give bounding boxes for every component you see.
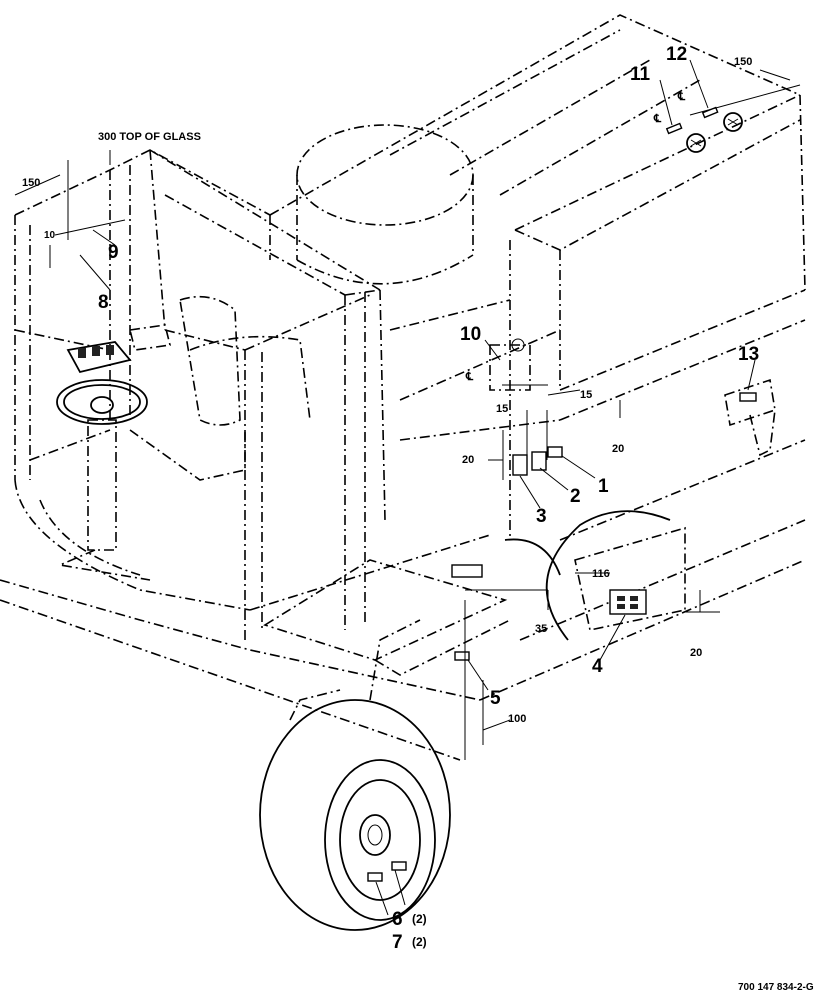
- callout-5: 5: [490, 688, 501, 709]
- callout-11: 11: [630, 64, 651, 85]
- control-console: [66, 324, 171, 374]
- quantity-7: (2): [412, 935, 427, 949]
- callout-1: 1: [598, 476, 609, 497]
- dimension-labels: 300 TOP OF GLASS 150 10 150 15 15 20 20 …: [22, 56, 752, 725]
- side-panel-decals: [502, 410, 563, 480]
- dim-15-a: 15: [496, 403, 508, 415]
- dimension-lines: [14, 69, 801, 760]
- callout-13: 13: [738, 344, 759, 365]
- quantity-6: (2): [412, 912, 427, 926]
- steering-wheel: [56, 379, 151, 581]
- front-platform: [14, 479, 511, 676]
- dim-35: 35: [535, 623, 547, 635]
- callout-12: 12: [666, 44, 687, 65]
- dim-150-right: 150: [734, 56, 752, 68]
- dim-20-a: 20: [462, 454, 474, 466]
- hood-fasteners: [665, 106, 743, 153]
- tank-dome: [296, 124, 474, 285]
- front-wheel: [259, 619, 451, 931]
- callout-3: 3: [536, 506, 547, 527]
- dim-150-left: 150: [22, 177, 40, 189]
- centerline-11: ℄: [653, 113, 662, 125]
- dim-top-of-glass: 300 TOP OF GLASS: [98, 131, 201, 143]
- callout-10: 10: [460, 324, 481, 345]
- dim-15-b: 15: [580, 389, 592, 401]
- callout-4: 4: [592, 656, 603, 677]
- callout-2: 2: [570, 486, 581, 507]
- callout-7: 7: [392, 932, 403, 953]
- callout-labels: 1 2 3 4 5 6 7 8 9 10 11 12 13: [98, 44, 759, 953]
- quantity-labels: (2) (2): [412, 912, 427, 949]
- machine-body-outline: [0, 14, 806, 761]
- dim-20-b: 20: [612, 443, 624, 455]
- dim-100: 100: [508, 713, 526, 725]
- callout-6: 6: [392, 909, 403, 930]
- detail-view-4: [504, 510, 686, 641]
- callout-8: 8: [98, 292, 109, 313]
- cab-frame: [14, 149, 386, 640]
- callout-9: 9: [108, 242, 119, 263]
- dim-20-c: 20: [690, 647, 702, 659]
- operator-seat: [129, 295, 311, 481]
- centerline-10: ℄: [465, 371, 474, 383]
- dim-10: 10: [44, 230, 56, 241]
- centerline-symbols: ℄ ℄ ℄: [465, 91, 686, 383]
- drawing-number: 700 147 834-2-G: [738, 982, 814, 993]
- centerline-12: ℄: [677, 91, 686, 103]
- front-panel-decals: [451, 564, 483, 661]
- decal-13-detail: [724, 378, 776, 457]
- coolant-reservoir: [489, 338, 531, 391]
- dim-116: 116: [592, 568, 610, 580]
- leader-lines: [79, 59, 756, 916]
